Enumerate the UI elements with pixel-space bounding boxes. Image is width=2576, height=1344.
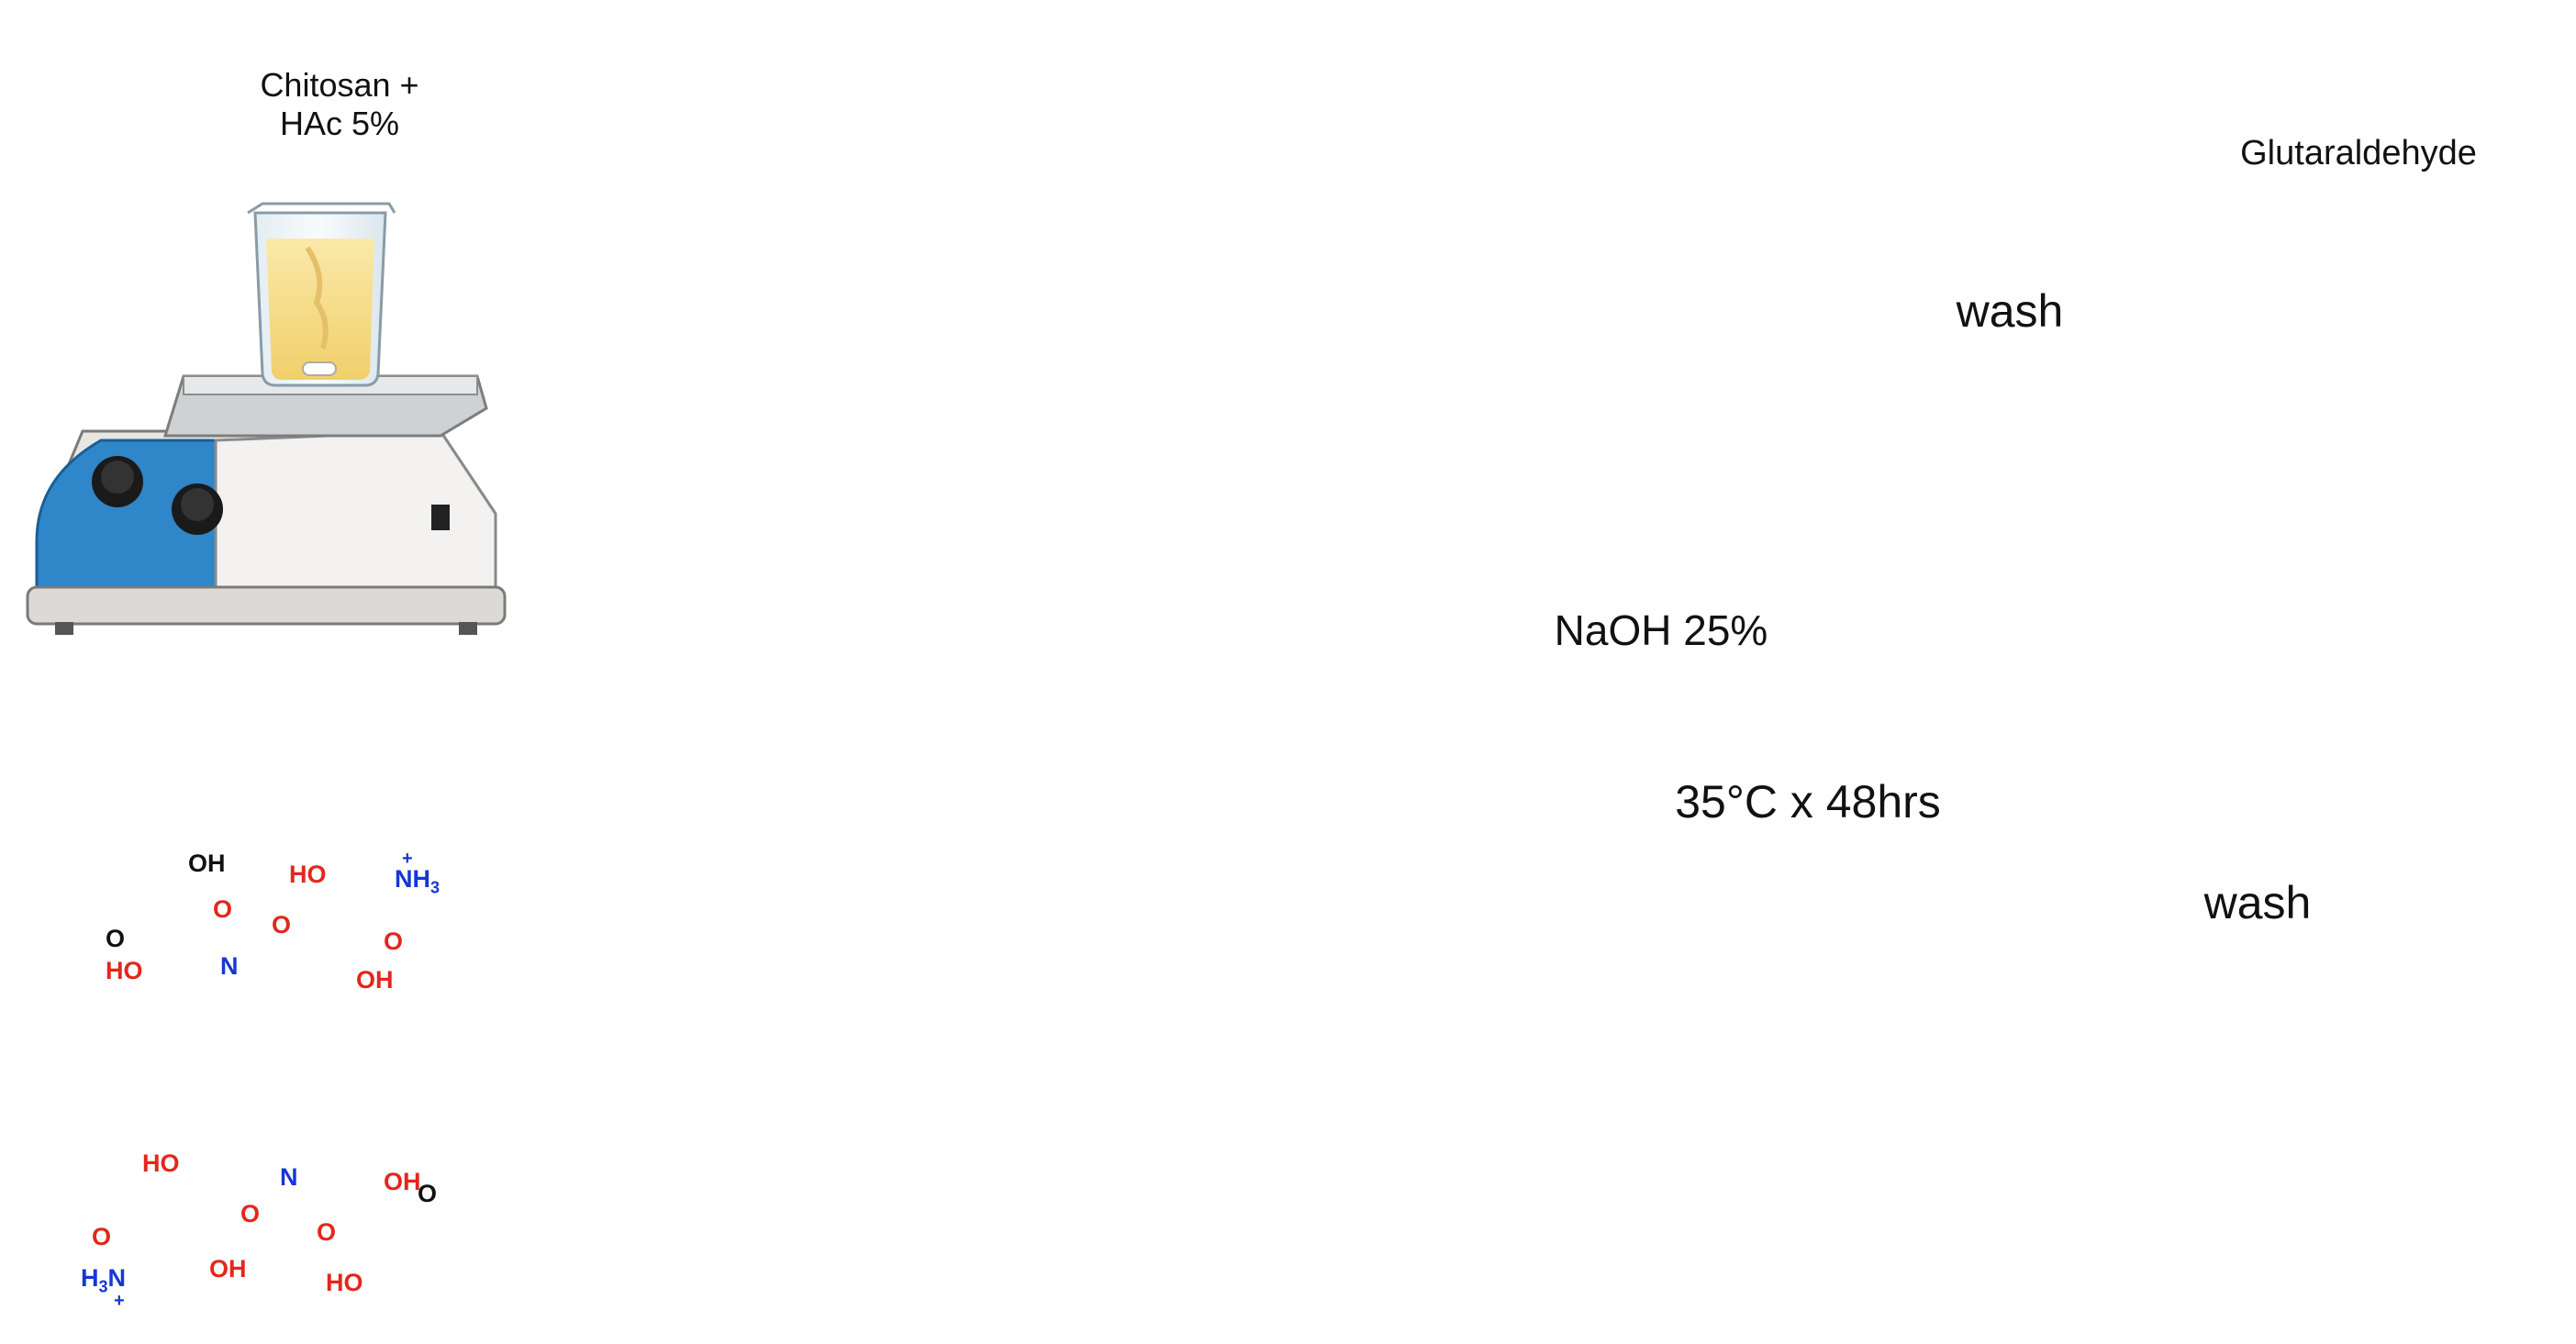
atom-oh-1: OH xyxy=(188,850,226,877)
wash-label-2: wash xyxy=(2203,877,2312,928)
atom-o-ring-2: O xyxy=(384,927,404,955)
atom-oh-4: OH xyxy=(209,1255,247,1283)
beaker-chitosan xyxy=(247,202,396,387)
wash-label-1: wash xyxy=(1956,285,2064,337)
atom-ho-1: HO xyxy=(289,861,327,888)
atom-oh-3: OH xyxy=(384,1168,421,1195)
magnetic-stirrer-hotplate-1 xyxy=(26,374,507,635)
chitosan-label-line2: HAc 5% xyxy=(279,105,400,143)
atom-o-ring-4: O xyxy=(317,1218,337,1246)
atom-o-glyco-2: O xyxy=(240,1200,261,1227)
atom-o-ring-3: O xyxy=(92,1223,112,1250)
atom-oh-2: OH xyxy=(356,966,394,994)
atom-o-glyco-1: O xyxy=(272,911,292,939)
naoh-label: NaOH 25% xyxy=(1554,606,1768,654)
atom-h3n-n: N xyxy=(107,1264,127,1292)
atom-ho-4: HO xyxy=(326,1269,363,1296)
atom-n-top: N xyxy=(220,952,239,980)
atom-nh3-top-sub: 3 xyxy=(430,878,440,897)
atom-h3n-text: H xyxy=(81,1264,99,1292)
atom-nh3-top: NH3 xyxy=(395,865,440,897)
glutaraldehyde-label: Glutaraldehyde xyxy=(2240,134,2477,172)
atom-h3n-sub: 3 xyxy=(98,1277,108,1296)
atom-plus-top: + xyxy=(402,849,413,869)
chitosan-label: Chitosan + HAc 5% xyxy=(202,66,477,144)
atom-o-ring-1: O xyxy=(213,895,233,923)
chitosan-label-line1: Chitosan + xyxy=(260,66,419,104)
atom-o-2: O xyxy=(418,1180,438,1207)
atom-plus-bottom: + xyxy=(114,1291,125,1311)
atom-ho-2: HO xyxy=(106,957,143,984)
atom-h3n-bottom: H3N xyxy=(81,1264,127,1296)
atom-o-1: O xyxy=(106,925,126,952)
atom-ho-3: HO xyxy=(142,1150,180,1177)
atom-n-bottom: N xyxy=(280,1163,298,1191)
oven-condition-label: 35°C x 48hrs xyxy=(1675,776,1941,828)
atom-nh3-top-text: NH xyxy=(395,865,430,893)
